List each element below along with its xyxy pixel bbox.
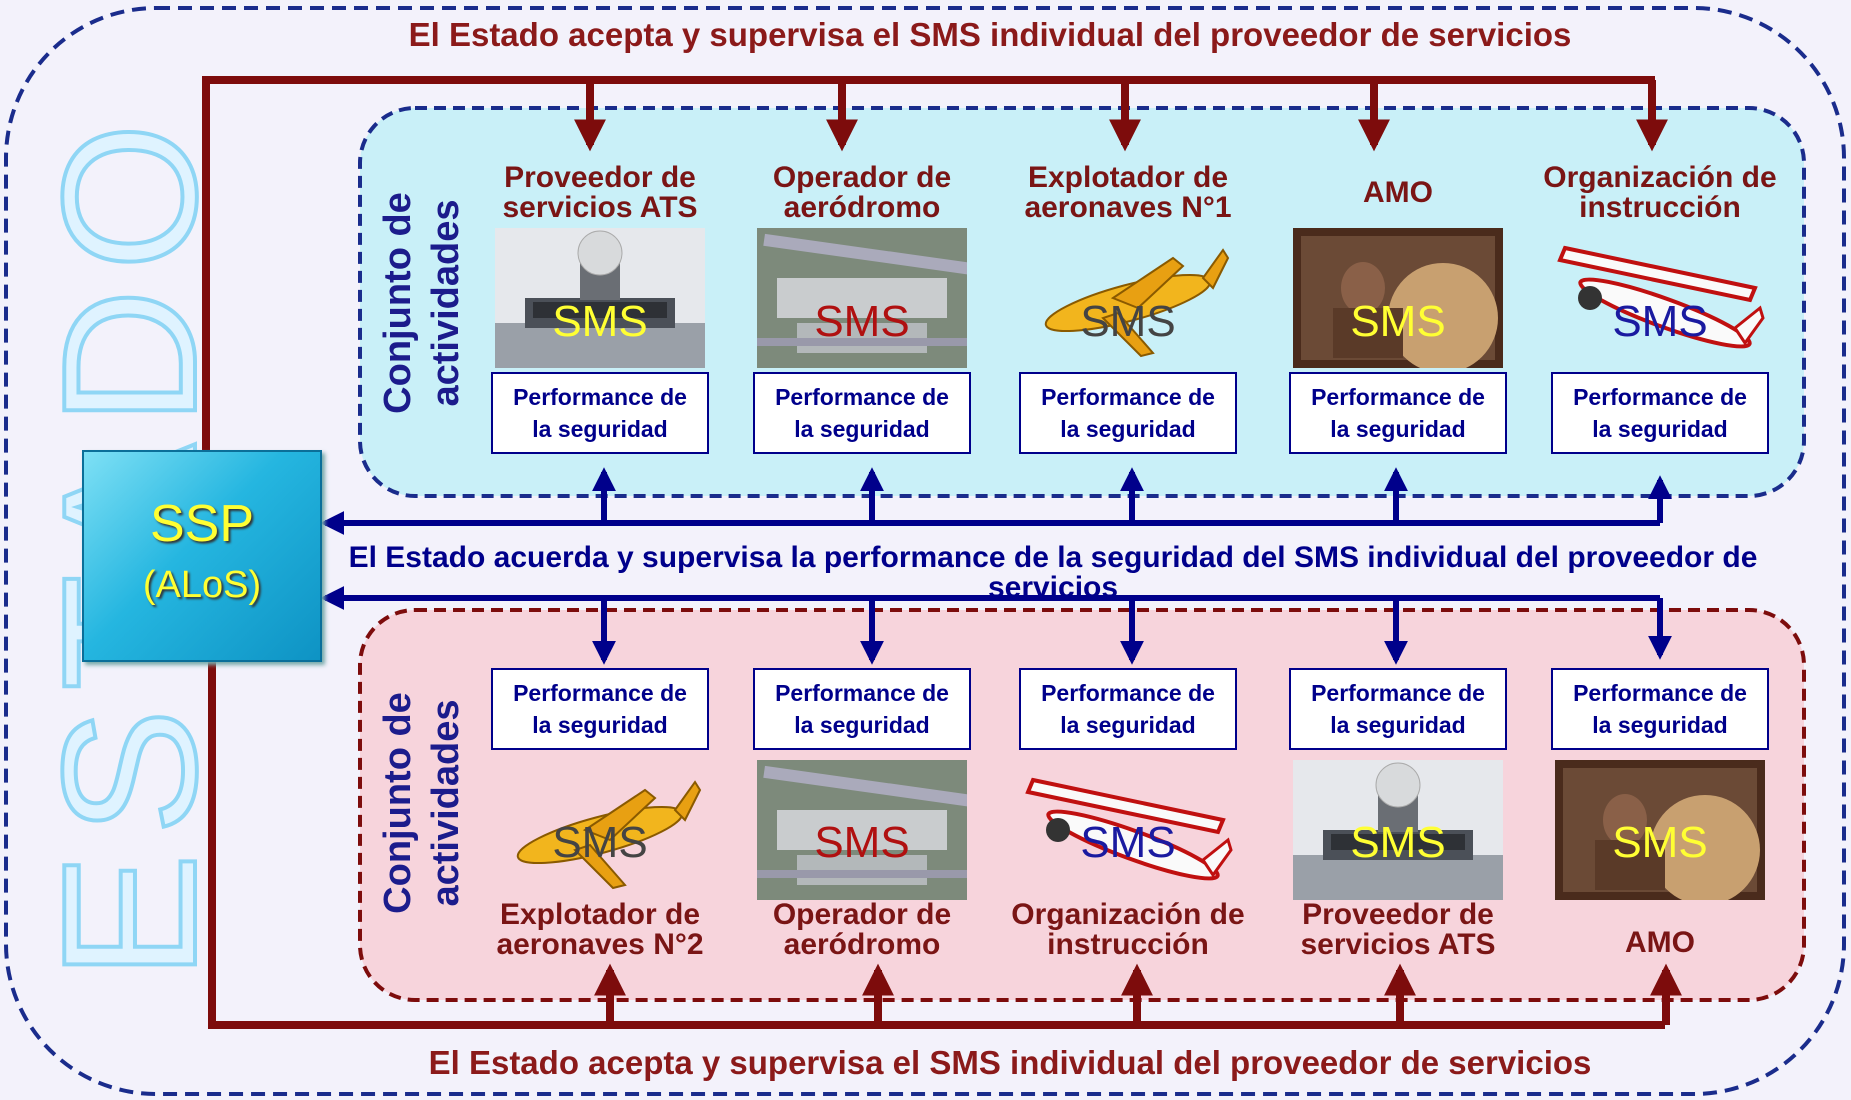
yellow-airplane-image <box>495 760 705 905</box>
organization-name: AMO <box>1363 176 1433 209</box>
safety-performance-box: Performance de la seguridad <box>753 372 971 454</box>
organization-name: Explotador de aeronaves N°1 <box>1024 161 1232 224</box>
control-tower-image <box>495 228 705 373</box>
maintenance-technician-image <box>1293 228 1503 373</box>
organization-name: Proveedor de servicios ATS <box>502 161 698 224</box>
sms-label: SMS <box>814 297 910 346</box>
state-frame <box>4 6 1846 1096</box>
safety-performance-box: Performance de la seguridad <box>491 668 709 750</box>
safety-performance-box: Performance de la seguridad <box>1551 372 1769 454</box>
top-caption: El Estado acepta y supervisa el SMS indi… <box>408 16 1572 53</box>
ssp-title: SSP <box>149 495 255 553</box>
sms-label: SMS <box>1080 818 1176 867</box>
bottom-group-title: Conjunto de actividades <box>377 692 467 914</box>
airport-aerial-image <box>757 228 973 373</box>
sms-label: SMS <box>1612 818 1708 867</box>
performance-arrows <box>320 467 1672 665</box>
state-top-line <box>202 76 1655 460</box>
safety-performance-box: Performance de la seguridad <box>491 372 709 454</box>
ssp-subtitle: (ALoS) <box>142 564 262 606</box>
organization-name: Operador de aeródromo <box>772 161 952 224</box>
bottom-caption: El Estado acepta y supervisa el SMS indi… <box>428 1044 1592 1081</box>
sms-label: SMS <box>1350 297 1446 346</box>
state-acceptance-arrows <box>202 76 1682 1029</box>
middle-caption: El Estado acuerda y supervisa la perform… <box>348 541 1758 604</box>
organization-name: Proveedor de servicios ATS <box>1300 898 1496 961</box>
training-airplane-image <box>1023 760 1233 905</box>
organization-name: Explotador de aeronaves N°2 <box>496 898 704 961</box>
airport-aerial-image <box>757 760 973 905</box>
organization-name: Organización de instrucción <box>1011 898 1245 961</box>
organization-name: AMO <box>1625 926 1695 959</box>
sms-label: SMS <box>1612 297 1708 346</box>
sms-label: SMS <box>552 297 648 346</box>
safety-performance-box: Performance de la seguridad <box>753 668 971 750</box>
safety-performance-box: Performance de la seguridad <box>1019 668 1237 750</box>
top-group-title: Conjunto de actividades <box>377 192 467 414</box>
maintenance-technician-image <box>1555 760 1765 905</box>
state-bottom-line <box>208 660 1665 1029</box>
organization-name: Operador de aeródromo <box>772 898 952 961</box>
safety-performance-box: Performance de la seguridad <box>1289 668 1507 750</box>
sms-label: SMS <box>1080 297 1176 346</box>
sms-label: SMS <box>552 818 648 867</box>
sms-label: SMS <box>1350 818 1446 867</box>
control-tower-image <box>1293 760 1503 905</box>
safety-performance-box: Performance de la seguridad <box>1551 668 1769 750</box>
sms-label: SMS <box>814 818 910 867</box>
organization-name: Organización de instrucción <box>1543 161 1777 224</box>
yellow-airplane-image <box>1023 228 1233 373</box>
safety-performance-box: Performance de la seguridad <box>1289 372 1507 454</box>
safety-performance-box: Performance de la seguridad <box>1019 372 1237 454</box>
training-airplane-image <box>1555 228 1765 373</box>
ssp-box: SSP (ALoS) <box>82 450 322 662</box>
